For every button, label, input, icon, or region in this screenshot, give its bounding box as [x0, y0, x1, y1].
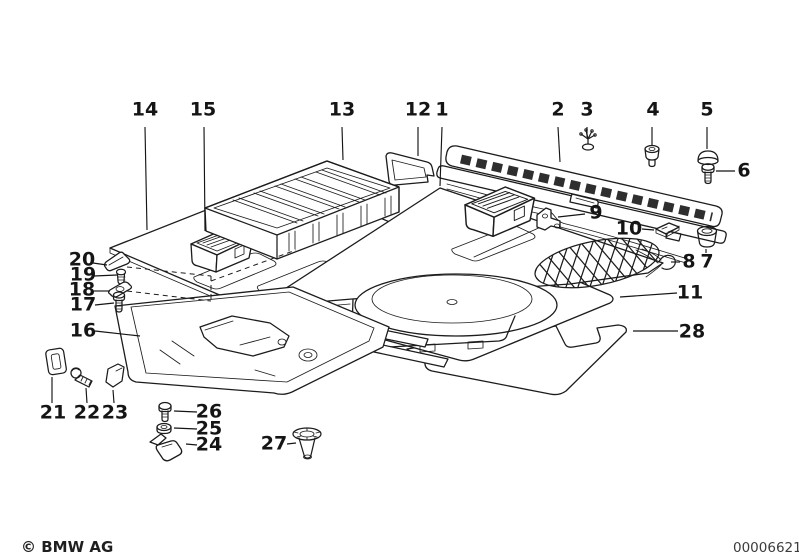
callout-1: 1: [435, 98, 449, 121]
luggage-net-drawing: [530, 229, 676, 297]
callout-14: 14: [131, 98, 159, 121]
leader-line-26: [173, 410, 198, 413]
leader-line-2: [557, 126, 561, 163]
callout-11: 11: [676, 281, 704, 304]
leader-line-23: [112, 389, 115, 404]
tool-tray-drawing: [114, 286, 449, 395]
trim-frame-drawing: [385, 152, 435, 186]
callout-28: 28: [678, 320, 706, 343]
leader-line-22: [85, 387, 88, 404]
copyright-text: © BMW AG: [21, 538, 114, 556]
callout-3: 3: [580, 98, 594, 121]
leader-line-9: [557, 213, 586, 218]
callout-16: 16: [69, 319, 97, 342]
leader-line-11: [619, 292, 678, 298]
callout-19: 19: [69, 263, 97, 286]
callout-9: 9: [589, 201, 603, 224]
plug-4-drawing: [644, 144, 660, 168]
screw-6-drawing: [701, 163, 715, 185]
leader-line-19: [93, 274, 118, 277]
callout-15: 15: [189, 98, 217, 121]
callout-7: 7: [700, 250, 714, 273]
leader-line-16: [94, 330, 141, 337]
callout-12: 12: [404, 98, 432, 121]
nut-25-drawing: [156, 422, 172, 435]
callout-25: 25: [195, 417, 223, 440]
leader-lines: [51, 126, 735, 446]
callout-23: 23: [101, 401, 129, 424]
document-number: 00006621: [733, 540, 799, 556]
leader-line-10: [641, 228, 655, 231]
leader-line-20: [92, 262, 108, 266]
bolt-17-drawing: [112, 291, 126, 313]
pad-23-drawing: [105, 363, 125, 388]
cap-5-drawing: [697, 150, 719, 166]
clip-10-drawing: [655, 222, 680, 238]
screw-22-drawing: [70, 367, 93, 388]
callout-5: 5: [700, 98, 714, 121]
plug-fastener-27-drawing: [292, 427, 322, 460]
leader-line-14: [144, 126, 148, 231]
callout-4: 4: [646, 98, 660, 121]
latch-bracket-9-drawing: [536, 207, 561, 231]
clip-3-drawing: [579, 128, 597, 151]
leader-line-13: [341, 126, 344, 161]
callout-17: 17: [69, 293, 97, 316]
grommet-7-drawing: [696, 225, 718, 248]
callout-8: 8: [682, 250, 696, 273]
washer-plate-18-drawing: [107, 281, 133, 298]
callout-2: 2: [551, 98, 565, 121]
callout-10: 10: [615, 217, 643, 240]
callout-22: 22: [73, 401, 101, 424]
leader-line-27: [286, 442, 297, 445]
callout-20: 20: [68, 248, 96, 271]
callout-26: 26: [195, 400, 223, 423]
callout-24: 24: [195, 433, 223, 456]
callout-27: 27: [260, 432, 288, 455]
screw-26-drawing: [158, 401, 172, 423]
leader-line-15: [203, 126, 206, 232]
leader-line-1: [439, 126, 443, 187]
callout-6: 6: [737, 159, 751, 182]
callout-21: 21: [39, 401, 67, 424]
frame-grommet-21-drawing: [45, 347, 67, 376]
leader-line-24: [185, 443, 198, 446]
wedge-clip-20-drawing: [103, 251, 131, 272]
net-hook-drawing: [658, 254, 676, 271]
compartment-tray-drawing: [204, 160, 400, 260]
callout-13: 13: [328, 98, 356, 121]
bracket-24-drawing: [149, 433, 183, 462]
leader-line-25: [173, 427, 198, 430]
callout-18: 18: [68, 278, 96, 301]
leader-line-17: [94, 302, 115, 306]
